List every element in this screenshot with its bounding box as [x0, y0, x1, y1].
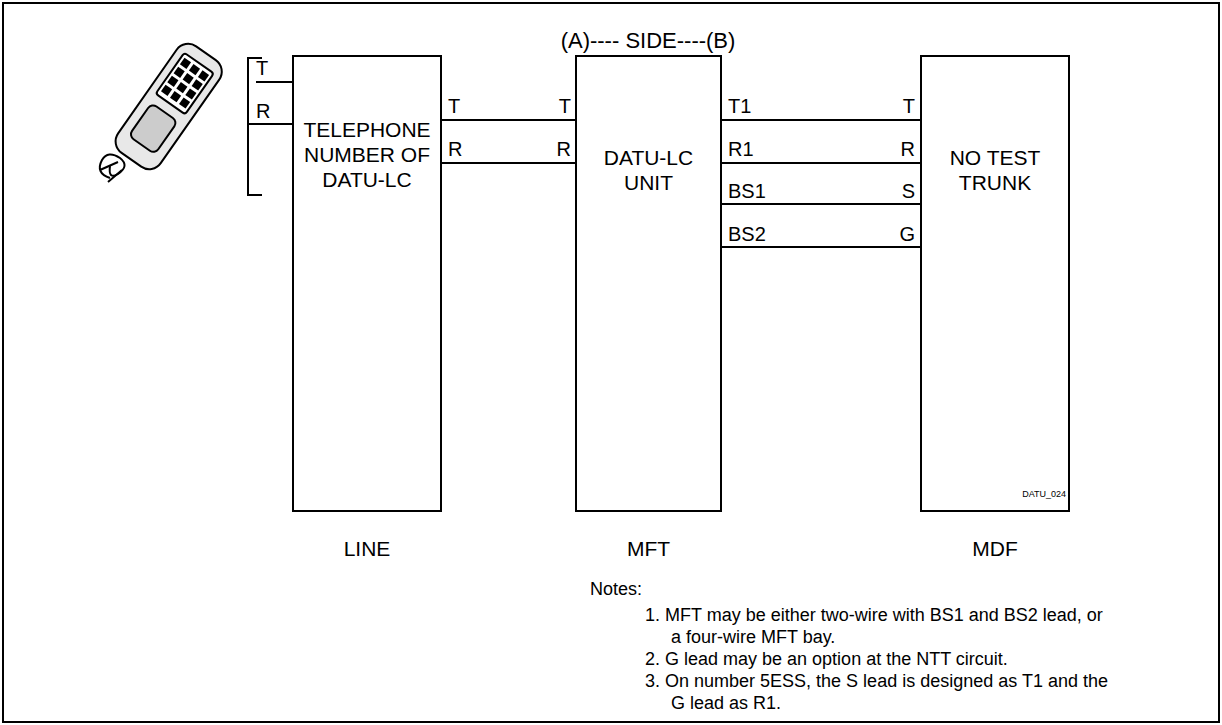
unit-box: DATU-LC UNITMFT [575, 55, 722, 512]
box-title: NO TEST TRUNK [922, 145, 1068, 195]
pin-label: BS2 [728, 223, 766, 245]
key [189, 64, 200, 75]
pin-label: T [903, 95, 915, 117]
frame [3, 3, 1219, 722]
pin-label: R [901, 138, 915, 160]
pin-label: T [559, 95, 571, 117]
pin-label: T1 [728, 95, 751, 117]
pin-label: T [448, 95, 460, 117]
note: 1. MFT may be either two-wire with BS1 a… [645, 604, 1111, 648]
wire [442, 162, 575, 164]
figure-id: DATU_024 [1022, 489, 1066, 500]
key [180, 58, 191, 69]
key [192, 79, 203, 90]
box-title: TELEPHONE NUMBER OF DATU-LC [294, 117, 440, 192]
key [179, 97, 190, 108]
pin-label: R [448, 138, 462, 160]
wire [442, 119, 575, 121]
wire [722, 119, 920, 121]
key [183, 73, 194, 84]
pin-label: BS1 [728, 180, 766, 202]
side-heading: (A)---- SIDE----(B) [561, 30, 736, 52]
location-caption: LINE [254, 536, 480, 561]
test-set-handset [100, 38, 227, 182]
location-caption: MDF [882, 536, 1108, 561]
key [198, 70, 209, 81]
wire [722, 203, 920, 205]
key [185, 88, 196, 99]
location-caption: MFT [537, 536, 760, 561]
line-bracket [248, 58, 292, 195]
key [176, 82, 187, 93]
notes-heading: Notes: [590, 578, 642, 600]
note: 2. G lead may be an option at the NTT ci… [645, 648, 1111, 670]
wire [722, 162, 920, 164]
box-title: DATU-LC UNIT [577, 145, 720, 195]
pin-label: G [899, 223, 915, 245]
pin-label: T [256, 57, 268, 79]
pin-label: R [256, 100, 270, 122]
pin-label: R1 [728, 138, 754, 160]
wire [722, 246, 920, 248]
key [170, 91, 181, 102]
key [174, 67, 185, 78]
unit-box: TELEPHONE NUMBER OF DATU-LCLINE [292, 55, 442, 512]
pin-label: S [902, 180, 915, 202]
key [167, 76, 178, 87]
unit-box: NO TEST TRUNKMDF [920, 55, 1070, 512]
pin-label: R [557, 138, 571, 160]
note: 3. On number 5ESS, the S lead is designe… [645, 670, 1111, 714]
key [161, 85, 172, 96]
